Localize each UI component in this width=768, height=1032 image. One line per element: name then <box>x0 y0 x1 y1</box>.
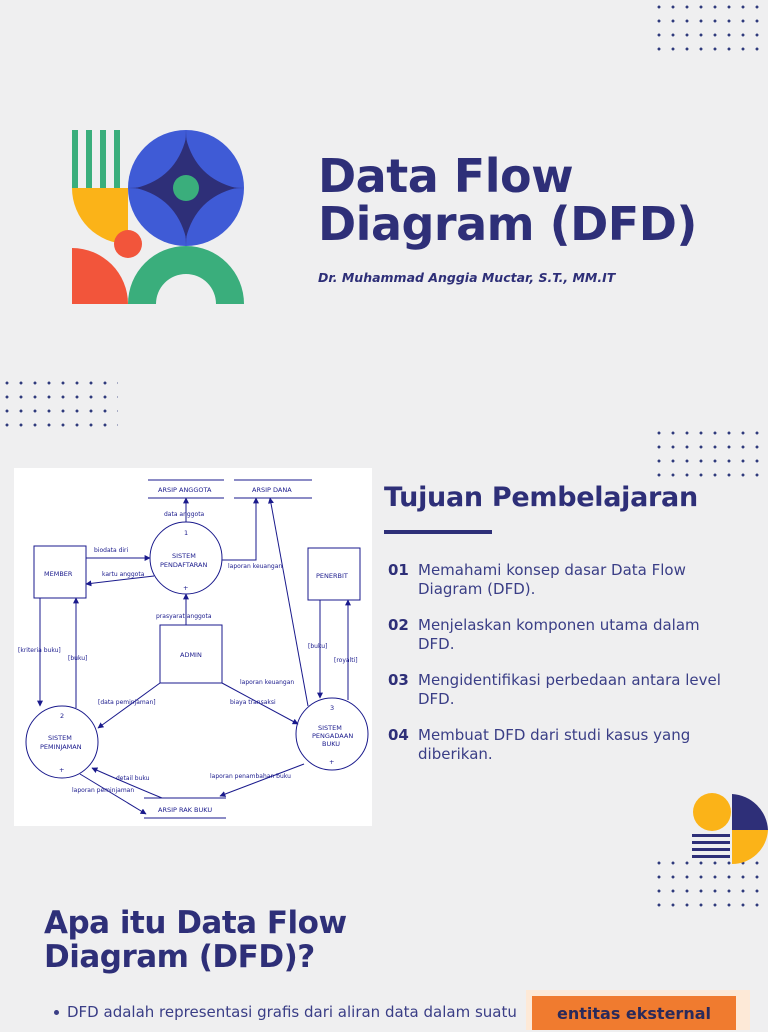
decorative-dot-grid <box>652 426 768 484</box>
goal-number: 03 <box>388 671 409 689</box>
flow-label: [royalti] <box>334 657 358 664</box>
process-3-plus: + <box>329 758 334 766</box>
entity-admin: ADMIN <box>180 651 202 659</box>
title-line-2: Diagram (DFD) <box>318 197 697 251</box>
goal-number: 04 <box>388 726 409 744</box>
decorative-shape <box>692 793 768 864</box>
bullet-item: DFD adalah representasi grafis dari alir… <box>54 1003 517 1021</box>
flow-label: prasyarat anggota <box>156 613 212 620</box>
decorative-dot-grid <box>0 376 118 434</box>
flow-label: [buku] <box>308 643 327 650</box>
flow-label: laporan peminjaman <box>72 787 134 794</box>
flow-label: laporan keuangan <box>240 679 294 686</box>
process-2-plus: + <box>59 766 64 774</box>
process-2-label: SISTEM <box>48 734 72 742</box>
entity-member: MEMBER <box>44 570 73 578</box>
title-line-1: Data Flow <box>318 149 574 203</box>
title-underline <box>384 530 492 534</box>
flow-label: kartu anggota <box>102 571 145 578</box>
decorative-dot-grid <box>652 856 768 914</box>
process-2-label: PEMINJAMAN <box>40 743 82 751</box>
author-name: Dr. Muhammad Anggia Muctar, S.T., MM.IT <box>318 270 616 285</box>
flow-label: data anggota <box>164 511 205 518</box>
goal-text: Menjelaskan komponen utama dalam DFD. <box>418 616 700 653</box>
process-2-number: 2 <box>60 712 64 720</box>
dfd-diagram: ARSIP ANGGOTA ARSIP DANA ARSIP RAK BUKU … <box>14 468 372 826</box>
flow-label: laporan keuangan <box>228 563 282 570</box>
entity-badge: entitas eksternal <box>532 996 736 1030</box>
geometric-logo <box>72 130 244 304</box>
process-1-number: 1 <box>184 529 188 537</box>
entity-penerbit: PENERBIT <box>316 572 348 580</box>
goal-text: Memahami konsep dasar Data Flow Diagram … <box>418 561 686 598</box>
store-arsip-rak-buku: ARSIP RAK BUKU <box>158 806 212 814</box>
flow-label: laporan penambahan buku <box>210 773 291 780</box>
process-1-plus: + <box>183 584 188 592</box>
flow-label: biaya transaksi <box>230 699 276 706</box>
page-title: Data Flow Diagram (DFD) <box>318 152 738 248</box>
flow-label: [kriteria buku] <box>18 647 61 654</box>
goals-title: Tujuan Pembelajaran <box>384 482 698 513</box>
goal-number: 02 <box>388 616 409 634</box>
section-title: Apa itu Data Flow Diagram (DFD)? <box>44 905 347 975</box>
goal-text: Membuat DFD dari studi kasus yang diberi… <box>418 726 691 763</box>
process-3-label: SISTEM <box>318 724 342 732</box>
flow-label: [data peminjaman] <box>98 699 156 706</box>
process-3-label: BUKU <box>322 740 340 748</box>
decorative-dot-grid <box>652 0 768 52</box>
goal-text: Mengidentifikasi perbedaan antara level … <box>418 671 721 708</box>
goal-number: 01 <box>388 561 409 579</box>
store-arsip-dana: ARSIP DANA <box>252 486 292 494</box>
store-arsip-anggota: ARSIP ANGGOTA <box>158 486 212 494</box>
flow-label: [buku] <box>68 655 87 662</box>
process-3-label: PENGADAAN <box>312 732 353 740</box>
process-1-label: PENDAFTARAN <box>160 561 207 569</box>
process-3-number: 3 <box>330 704 334 712</box>
flow-label: detail buku <box>116 775 150 782</box>
bullet-icon <box>54 1010 59 1015</box>
flow-label: biodata diri <box>94 547 129 554</box>
process-1-label: SISTEM <box>172 552 196 560</box>
